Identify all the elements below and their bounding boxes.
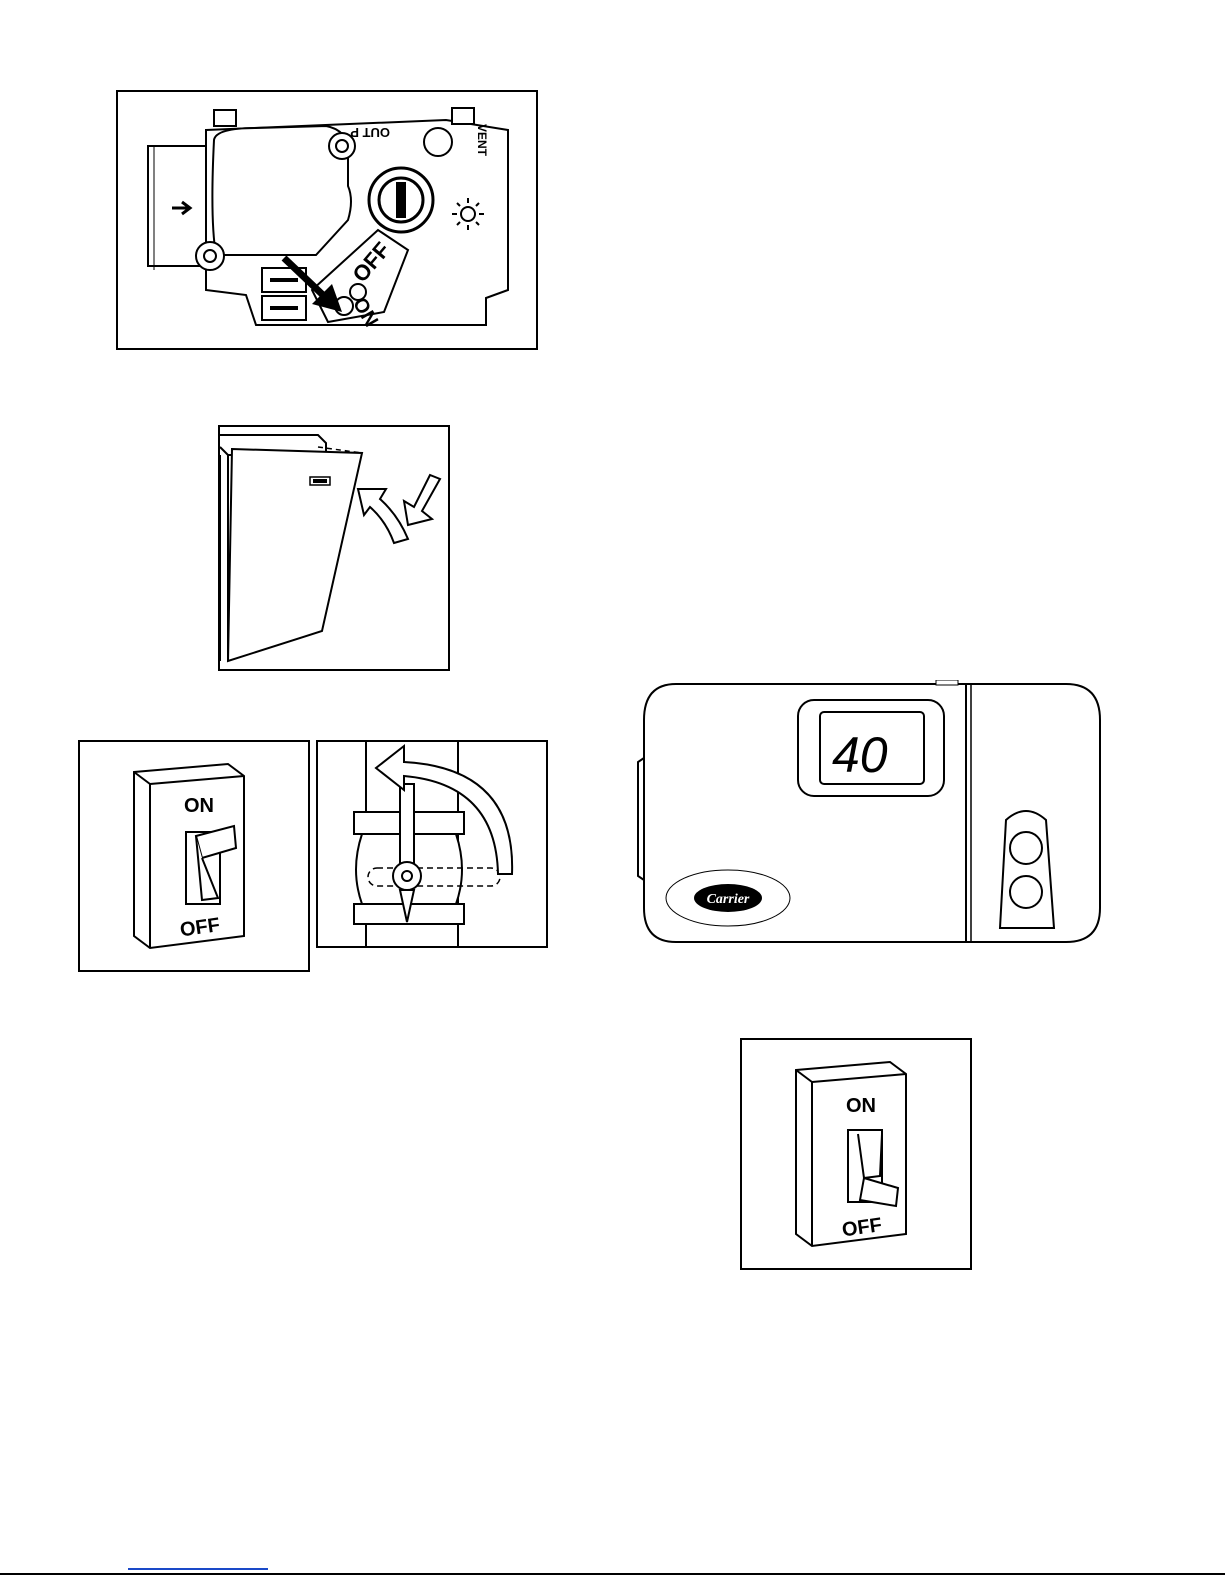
power-switch-off-illustration: ON OFF (740, 1038, 974, 1272)
page-bottom-rule (0, 1573, 1225, 1575)
gas-shutoff-valve-illustration (316, 740, 550, 950)
thermostat-display-value: 40 (832, 727, 888, 783)
thermostat-figure: 40 Carrier (636, 680, 1104, 948)
power-switch-off-figure: ON OFF (740, 1038, 974, 1272)
gas-valve-figure: OUT P VENT OFF ON (116, 90, 538, 350)
switch2-on-label: ON (846, 1095, 876, 1117)
access-door-illustration (218, 425, 450, 671)
thermostat-brand: Carrier (707, 892, 750, 907)
thermostat-down-button[interactable] (1010, 876, 1042, 908)
access-door-figure (218, 425, 450, 671)
thermostat-up-button[interactable] (1010, 832, 1042, 864)
footer-link-underline[interactable] (128, 1568, 268, 1570)
gas-shutoff-figure (316, 740, 550, 950)
thermostat-illustration: 40 Carrier (636, 680, 1104, 948)
vent-label: VENT (475, 124, 489, 157)
gas-valve-illustration: OUT P VENT OFF ON (116, 90, 538, 350)
power-switch-on-illustration: ON OFF (78, 740, 312, 972)
outlet-pressure-label: OUT P (350, 125, 390, 140)
power-switch-figure: ON OFF (78, 740, 312, 972)
switch-on-label: ON (184, 795, 214, 817)
